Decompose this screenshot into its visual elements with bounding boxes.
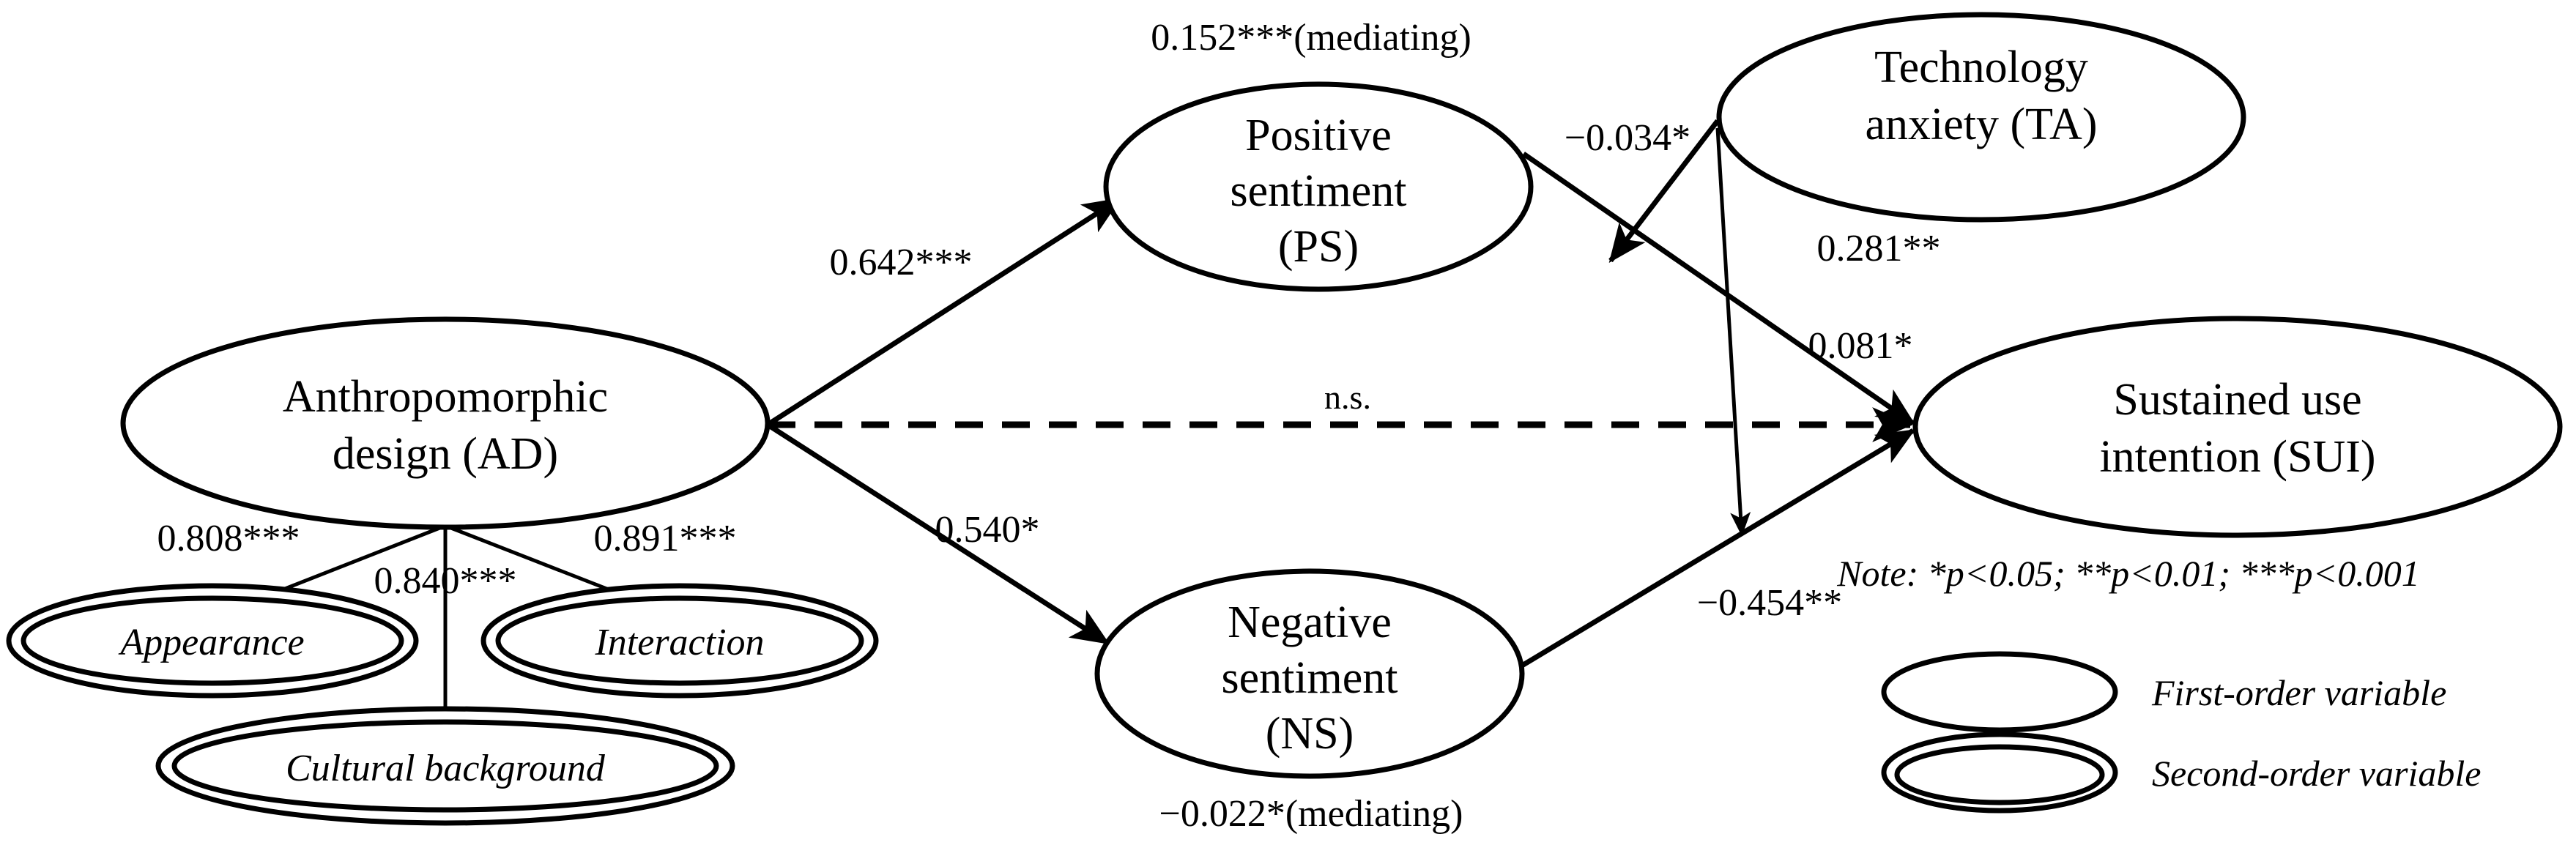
coef-ad-to-ns: 0.540* — [935, 509, 1040, 551]
node-negative-sentiment[interactable]: Negative sentiment (NS) — [1094, 568, 1525, 779]
coef-ta-to-ns-sui: 0.281** — [1817, 228, 1941, 269]
node-ns-label-line1: Negative — [1228, 598, 1392, 647]
node-cultural-background[interactable]: Cultural background — [155, 706, 735, 826]
node-ns-ellipse — [1094, 568, 1525, 779]
node-technology-anxiety[interactable]: Technology anxiety (TA) — [1716, 12, 2246, 223]
node-anthropomorphic-design[interactable]: Anthropomorphic design (AD) — [120, 316, 771, 530]
node-ns-label-line2: sentiment — [1221, 653, 1398, 703]
path-ta-to-ps-sui-moderation — [1608, 119, 1720, 263]
coef-mediating-ps: 0.152***(mediating) — [1151, 17, 1471, 59]
coef-ad-to-cultural-background: 0.840*** — [374, 560, 517, 602]
node-appearance-ellipse-inner — [21, 595, 404, 686]
coef-ns-to-sui: −0.454** — [1697, 582, 1842, 624]
node-sui-ellipse — [1912, 316, 2563, 538]
path-ad-to-ns — [766, 422, 1110, 645]
legend-first-order-ellipse — [1881, 651, 2118, 733]
node-interaction-ellipse-outer — [480, 583, 879, 699]
legend-first-order: First-order variable — [1881, 651, 2446, 733]
node-sui-label-line1: Sustained use — [2113, 375, 2361, 425]
node-interaction-ellipse-inner — [495, 595, 864, 686]
path-ns-to-sui — [1513, 428, 1916, 672]
coef-ad-to-sui-ns: n.s. — [1324, 379, 1371, 416]
coef-ad-to-appearance: 0.808*** — [157, 518, 300, 559]
node-sustained-use-intention[interactable]: Sustained use intention (SUI) — [1912, 316, 2563, 538]
node-cultural-background-label: Cultural background — [286, 748, 606, 789]
coef-ad-to-interaction: 0.891*** — [594, 518, 737, 559]
node-cultural-background-ellipse-inner — [171, 719, 719, 813]
legend-first-order-label: First-order variable — [2151, 672, 2446, 713]
node-interaction-label: Interaction — [594, 622, 764, 663]
path-ad-to-ps — [766, 197, 1122, 427]
path-ps-to-sui — [1522, 152, 1916, 425]
coef-mediating-ns: −0.022*(mediating) — [1159, 793, 1463, 835]
node-appearance-ellipse-outer — [6, 583, 419, 699]
node-ad-label-line1: Anthropomorphic — [283, 372, 608, 422]
node-ta-ellipse — [1716, 12, 2246, 223]
node-ns-label-line3: (NS) — [1266, 709, 1354, 759]
node-ps-ellipse — [1103, 81, 1534, 292]
node-ta-label-line1: Technology — [1874, 42, 2088, 92]
legend-second-order-ellipse-inner — [1894, 744, 2105, 805]
node-cultural-background-ellipse-outer — [155, 706, 735, 826]
node-ps-label-line1: Positive — [1245, 111, 1392, 160]
node-ad-label-line2: design (AD) — [333, 429, 558, 479]
coef-ad-to-ps: 0.642*** — [830, 242, 973, 283]
legend-second-order: Second-order variable — [1881, 732, 2481, 814]
node-ad-ellipse — [120, 316, 771, 530]
significance-note: Note: *p<0.05; **p<0.01; ***p<0.001 — [1836, 553, 2420, 594]
path-ta-to-ns-sui-moderation — [1715, 127, 1751, 537]
coef-ps-to-sui: 0.081* — [1808, 325, 1913, 367]
legend-second-order-label: Second-order variable — [2152, 753, 2481, 794]
node-interaction[interactable]: Interaction — [480, 583, 879, 699]
node-positive-sentiment[interactable]: Positive sentiment (PS) — [1103, 81, 1534, 292]
node-ps-label-line3: (PS) — [1278, 222, 1359, 272]
node-appearance-label: Appearance — [118, 622, 304, 663]
node-sui-label-line2: intention (SUI) — [2099, 432, 2375, 482]
coef-ta-to-ps-sui: −0.034* — [1564, 117, 1690, 159]
node-ps-label-line2: sentiment — [1230, 166, 1406, 216]
node-ta-label-line2: anxiety (TA) — [1866, 100, 2098, 149]
node-appearance[interactable]: Appearance — [6, 583, 419, 699]
